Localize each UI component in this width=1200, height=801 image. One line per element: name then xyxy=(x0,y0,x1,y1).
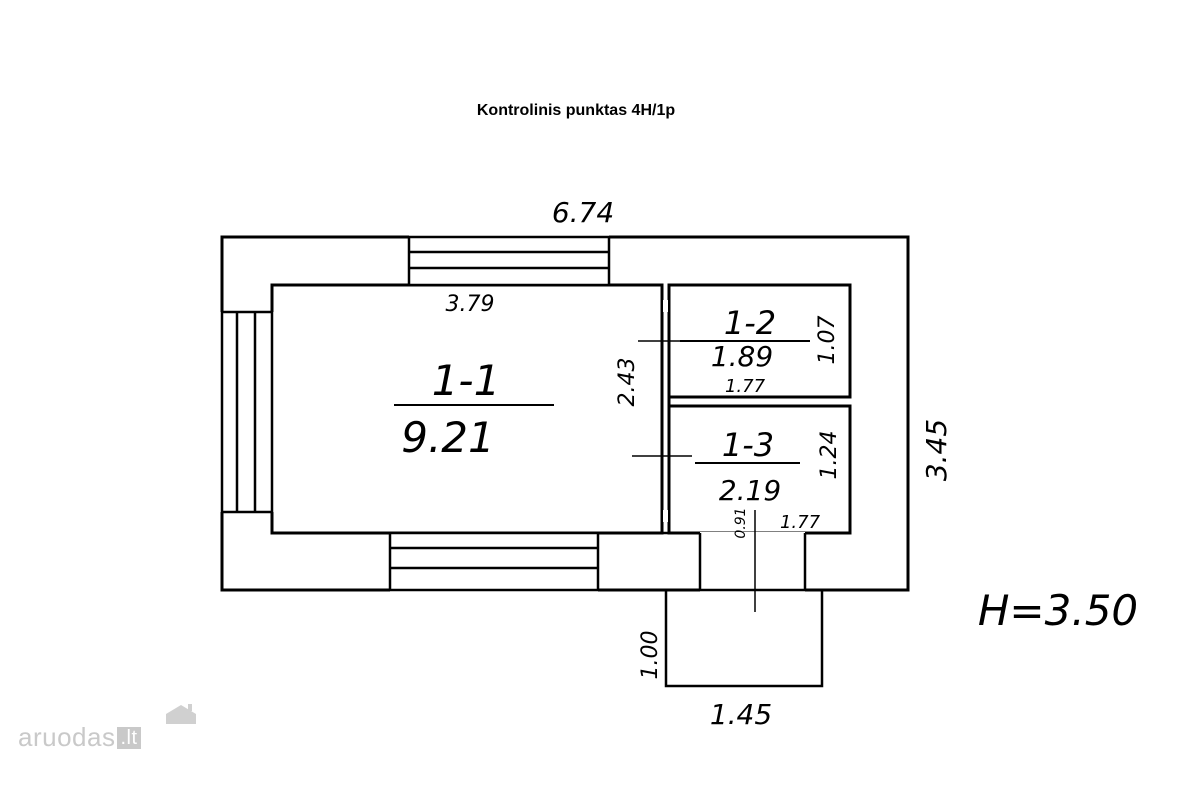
watermark: aruodas.lt xyxy=(18,722,141,753)
door-width-label: 0.91 xyxy=(733,507,749,538)
room-1-1-area: 9.21 xyxy=(401,413,495,462)
room-1-1-depth-label: 2.43 xyxy=(615,358,640,407)
plan-title: Kontrolinis punktas 4H/1p xyxy=(476,102,676,119)
porch-width-label: 1.45 xyxy=(710,698,772,731)
partition-tick-marks xyxy=(632,340,692,457)
room-1-3-area: 2.19 xyxy=(719,474,781,507)
room-1-1-width-label: 3.79 xyxy=(446,292,495,317)
house-icon xyxy=(166,704,196,724)
room-1-3-id: 1-3 xyxy=(722,426,774,464)
partition-wall xyxy=(660,285,671,533)
left-window xyxy=(220,310,274,514)
ceiling-height-label: H=3.50 xyxy=(978,586,1138,635)
watermark-tld: .lt xyxy=(117,727,141,749)
porch xyxy=(664,510,824,688)
room-1-2-id: 1-2 xyxy=(724,304,776,342)
room-1-2-area: 1.89 xyxy=(711,340,773,373)
room-1-3-width-label: 1.77 xyxy=(780,512,821,533)
room-1-1-id: 1-1 xyxy=(432,356,501,405)
bottom-window xyxy=(388,531,600,592)
top-window xyxy=(407,235,611,287)
room-1-3-depth-label: 1.24 xyxy=(817,431,842,480)
room-1-2-width-label: 1.77 xyxy=(725,376,766,397)
room-1-2-depth-label: 1.07 xyxy=(815,316,840,365)
porch-depth-label: 1.00 xyxy=(638,631,663,680)
watermark-name: aruodas xyxy=(18,722,116,752)
room-1-1-outline xyxy=(270,283,664,535)
overall-width-label: 6.74 xyxy=(552,196,614,229)
overall-depth-label: 3.45 xyxy=(920,419,953,481)
